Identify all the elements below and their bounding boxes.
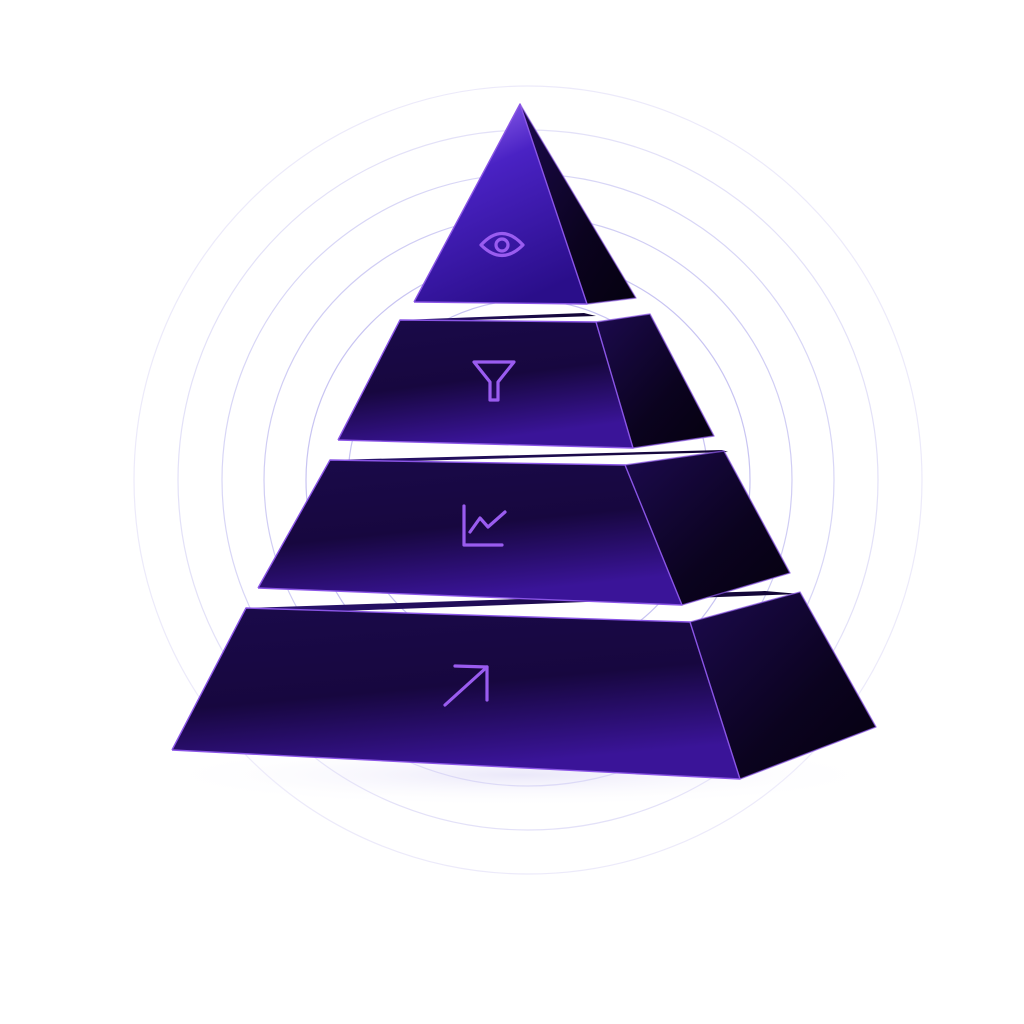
eye-icon [479,231,525,258]
pyramid-tier-1 [413,103,637,305]
tier-3-side-face [625,451,790,605]
arrow-up-right-icon [443,664,489,707]
tier-2-side-face [596,314,714,448]
line-chart-icon [462,504,507,547]
tier-2-front-face [338,320,633,448]
tier-1-side-face [520,104,636,304]
funnel-icon [472,360,516,402]
pyramid-tier-3 [257,450,791,606]
pyramid-tier-2 [337,313,715,449]
tier-1-front-face [414,104,587,304]
tier-2-top-face [400,313,596,322]
tier-4-side-face [690,592,876,779]
pyramid-tier-4 [171,591,877,780]
tier-3-top-face [330,450,728,463]
